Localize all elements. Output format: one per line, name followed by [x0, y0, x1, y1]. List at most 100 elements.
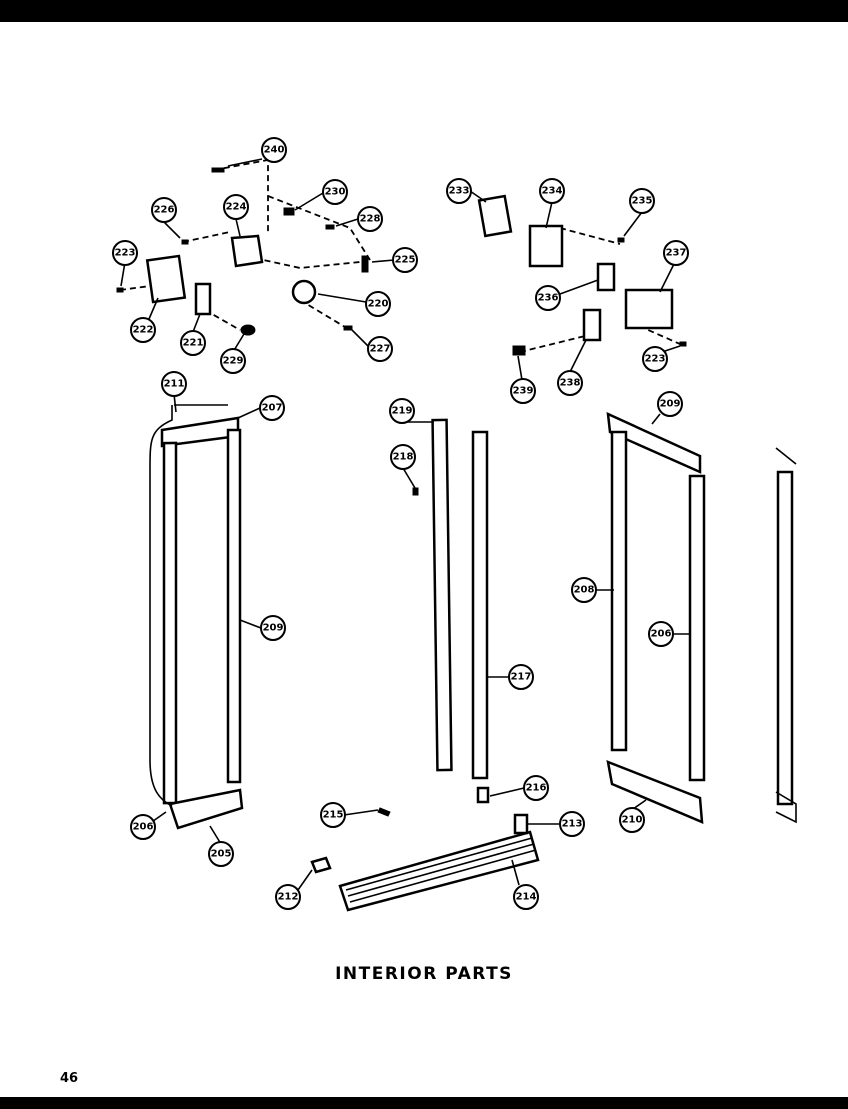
- callout-229: 229: [220, 348, 246, 374]
- svg-text:209: 209: [660, 399, 681, 410]
- part-230-screw: [283, 207, 295, 216]
- page-number: 46: [60, 1071, 79, 1086]
- callout-207: 207: [259, 395, 285, 421]
- svg-text:207: 207: [262, 403, 283, 414]
- bottom-items: [310, 807, 540, 912]
- svg-text:225: 225: [395, 255, 416, 266]
- part-222-housing: [145, 254, 187, 304]
- callout-237: 237: [663, 240, 689, 266]
- svg-text:239: 239: [513, 386, 534, 397]
- part-233-plate: [477, 194, 513, 238]
- callout-224: 224: [223, 194, 249, 220]
- svg-text:212: 212: [278, 892, 299, 903]
- callout-235: 235: [629, 188, 655, 214]
- part-229-clip: [240, 324, 256, 336]
- callout-240: 240: [261, 137, 287, 163]
- part-215-screw: [377, 807, 391, 817]
- center-strips: [412, 418, 490, 804]
- svg-text:233: 233: [449, 186, 470, 197]
- callout-238: 238: [557, 370, 583, 396]
- part-236-bracket: [596, 262, 616, 292]
- svg-text:223: 223: [115, 248, 136, 259]
- part-218-screw: [412, 487, 419, 496]
- part-219-strip: [431, 418, 453, 772]
- svg-text:234: 234: [542, 186, 563, 197]
- callout-223-left: 223: [112, 240, 138, 266]
- svg-text:206: 206: [133, 822, 154, 833]
- part-216-clip: [476, 786, 490, 804]
- part-221-bracket: [194, 282, 212, 316]
- svg-text:219: 219: [392, 406, 413, 417]
- callout-222: 222: [130, 317, 156, 343]
- callout-221: 221: [180, 330, 206, 356]
- svg-text:224: 224: [226, 202, 247, 213]
- part-223-screw-left: [116, 287, 124, 293]
- svg-text:215: 215: [323, 810, 344, 821]
- far-right-partial-frame: [775, 447, 797, 824]
- callout-212: 212: [275, 884, 301, 910]
- part-220-knob: [291, 279, 317, 305]
- callout-209-top: 209: [657, 391, 683, 417]
- svg-text:229: 229: [223, 356, 244, 367]
- svg-text:222: 222: [133, 325, 154, 336]
- callout-214: 214: [513, 884, 539, 910]
- svg-text:227: 227: [370, 344, 391, 355]
- svg-text:217: 217: [511, 672, 532, 683]
- part-237-housing: [624, 288, 674, 330]
- callout-227: 227: [367, 336, 393, 362]
- callout-206-left: 206: [130, 814, 156, 840]
- svg-text:226: 226: [154, 205, 175, 216]
- svg-text:210: 210: [622, 815, 643, 826]
- callout-234: 234: [539, 178, 565, 204]
- left-frame: [149, 404, 244, 830]
- svg-text:235: 235: [632, 196, 653, 207]
- part-212-clip: [310, 856, 332, 874]
- callout-209-mid: 209: [260, 615, 286, 641]
- callout-206: 206: [648, 621, 674, 647]
- right-frame: [606, 411, 706, 824]
- svg-text:206: 206: [651, 629, 672, 640]
- callout-211: 211: [161, 371, 187, 397]
- part-227-screw: [343, 325, 353, 331]
- svg-text:209: 209: [263, 623, 284, 634]
- svg-text:213: 213: [562, 819, 583, 830]
- callout-217: 217: [508, 664, 534, 690]
- part-225-spring: [361, 255, 369, 273]
- callout-216: 216: [523, 775, 549, 801]
- svg-text:211: 211: [164, 379, 185, 390]
- upper-right-assembly: [477, 194, 687, 356]
- callout-236: 236: [535, 285, 561, 311]
- svg-text:238: 238: [560, 378, 581, 389]
- svg-text:240: 240: [264, 145, 285, 156]
- part-223-screw-right: [679, 341, 687, 347]
- part-224-hinge: [230, 234, 264, 268]
- svg-text:228: 228: [360, 214, 381, 225]
- svg-text:230: 230: [325, 187, 346, 198]
- svg-text:236: 236: [538, 293, 559, 304]
- callout-226: 226: [151, 197, 177, 223]
- part-217-strip: [471, 430, 489, 780]
- callout-219: 219: [389, 398, 415, 424]
- callout-233: 233: [446, 178, 472, 204]
- part-228-screw: [325, 224, 335, 230]
- callout-220: 220: [365, 291, 391, 317]
- svg-text:216: 216: [526, 783, 547, 794]
- top-border: [0, 0, 848, 22]
- callout-208: 208: [571, 577, 597, 603]
- part-240-screw: [211, 167, 225, 173]
- svg-text:218: 218: [393, 452, 414, 463]
- callout-225: 225: [392, 247, 418, 273]
- part-239-clip: [512, 345, 526, 356]
- part-213-tab: [513, 813, 529, 835]
- svg-text:208: 208: [574, 585, 595, 596]
- callout-210: 210: [619, 807, 645, 833]
- callout-215: 215: [320, 802, 346, 828]
- callout-223-right: 223: [642, 346, 668, 372]
- svg-text:237: 237: [666, 248, 687, 259]
- callout-230: 230: [322, 179, 348, 205]
- diagram-title: INTERIOR PARTS: [335, 964, 513, 984]
- callout-218: 218: [390, 444, 416, 470]
- part-235-screw: [617, 237, 625, 243]
- svg-text:220: 220: [368, 299, 389, 310]
